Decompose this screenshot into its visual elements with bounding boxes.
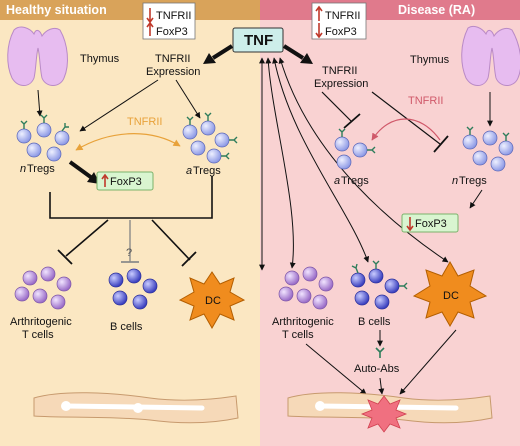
- foxp3-left-label: FoxP3: [110, 176, 142, 188]
- inhibit-arthritogenic-line: [65, 219, 109, 257]
- tnf-to-left-expression-arrow: [211, 44, 234, 60]
- antibody-icon: [375, 347, 385, 358]
- inflammation-burst-icon: [360, 395, 408, 433]
- foxp3-left-box: [96, 171, 154, 191]
- atregs-right-suffix: Tregs: [341, 175, 369, 187]
- arth-right-line1: Arthritogenic: [272, 316, 334, 328]
- ntregs-left-prefix: n: [20, 163, 26, 175]
- thymus-left-label: Thymus: [80, 53, 120, 65]
- disease-header-bar: [260, 0, 520, 20]
- question-mark: ?: [126, 247, 132, 259]
- expr-inhibit-ntregs-line: [371, 91, 441, 145]
- legend-left-line1: TNFRII: [156, 10, 191, 22]
- arth-to-joint-arrow: [305, 343, 367, 395]
- left-expr-line2: Expression: [146, 66, 200, 78]
- tnfrii-right-arrow: [371, 118, 441, 141]
- ntregs-right-suffix: Tregs: [459, 175, 487, 187]
- right-expr-line1: TNFRII: [322, 65, 357, 77]
- arth-right-line2: T cells: [282, 329, 314, 341]
- up-arrow-icon: [101, 173, 109, 187]
- down-arrow-icon: [406, 217, 414, 232]
- thymus-right-icon: [461, 25, 520, 86]
- tnf-box: [232, 27, 284, 53]
- arthritogenic-left-cluster: [14, 266, 72, 310]
- ntregs-right-cluster: [462, 126, 514, 172]
- tnf-to-right-expression-arrow: [282, 44, 305, 60]
- dc-right-label: DC: [443, 290, 459, 302]
- atregs-right-cluster: [334, 128, 376, 170]
- legend-left-line2: FoxP3: [156, 26, 188, 38]
- arth-left-line2: T cells: [22, 329, 54, 341]
- dc-left-icon: [178, 271, 246, 330]
- up-arrow-icon: [315, 5, 323, 21]
- atregs-left-suffix: Tregs: [193, 165, 221, 177]
- inhibit-bar-icon: [433, 135, 449, 153]
- thymus-to-ntregs-arrow: [36, 89, 43, 117]
- bcells-left-cluster: [108, 268, 158, 310]
- inhibit-bar-icon: [181, 251, 197, 267]
- atregs-left-prefix: a: [186, 165, 192, 177]
- arth-left-line1: Arthritogenic: [10, 316, 72, 328]
- expr-to-atregs-arrow: [175, 79, 201, 119]
- ntregs-left-cluster: [16, 114, 70, 162]
- ntregs-to-foxp3-arrow-right: [469, 189, 483, 209]
- foxp3-right-label: FoxP3: [415, 218, 447, 230]
- tnfrii-left-label: TNFRII: [127, 116, 162, 128]
- autoabs-to-joint-arrow: [378, 377, 385, 395]
- atregs-left-cluster: [182, 112, 238, 164]
- arrowhead-icon: [203, 53, 216, 64]
- ntregs-left-suffix: Tregs: [27, 163, 55, 175]
- dc-left-label: DC: [205, 295, 221, 307]
- suppression-bracket: [49, 176, 213, 219]
- expr-to-ntregs-arrow: [79, 79, 159, 132]
- atregs-right-prefix: a: [334, 175, 340, 187]
- bcells-left-label: B cells: [110, 321, 143, 333]
- left-expr-line1: TNFRII: [155, 53, 190, 65]
- up-arrow-icon: [146, 21, 154, 36]
- inhibit-bar-icon: [57, 249, 73, 265]
- down-arrow-icon: [315, 23, 323, 39]
- dc-to-joint-arrow: [399, 329, 457, 395]
- disease-header: Disease (RA): [398, 3, 475, 17]
- arm-left-icon: [33, 392, 239, 424]
- tnf-dc-arrow: [278, 57, 449, 263]
- autoabs-label: Auto-Abs: [354, 363, 400, 375]
- ntregs-to-foxp3-arrow: [68, 160, 94, 180]
- bcells-right-label: B cells: [358, 316, 391, 328]
- legend-right: TNFRII FoxP3: [311, 2, 367, 40]
- thymus-right-label: Thymus: [410, 54, 450, 66]
- inhibit-dc-line: [151, 219, 191, 261]
- tnfrii-left-double-arrow: [75, 133, 181, 151]
- arthritogenic-right-cluster: [278, 266, 334, 310]
- healthy-header: Healthy situation: [6, 3, 107, 17]
- tnfrii-right-label: TNFRII: [408, 95, 443, 107]
- expr-inhibit-atregs-line: [321, 91, 353, 123]
- bcells-right-cluster: [350, 260, 408, 310]
- inhibit-bar-icon: [343, 113, 361, 129]
- tnf-label: TNF: [244, 32, 273, 49]
- legend-right-line1: TNFRII: [325, 10, 360, 22]
- right-expr-line2: Expression: [314, 78, 368, 90]
- legend-left: TNFRII FoxP3: [142, 2, 196, 40]
- legend-right-line2: FoxP3: [325, 26, 357, 38]
- foxp3-right-box: [401, 213, 459, 233]
- ntregs-right-prefix: n: [452, 175, 458, 187]
- thymus-left-icon: [7, 26, 68, 86]
- dc-right-icon: [412, 260, 488, 328]
